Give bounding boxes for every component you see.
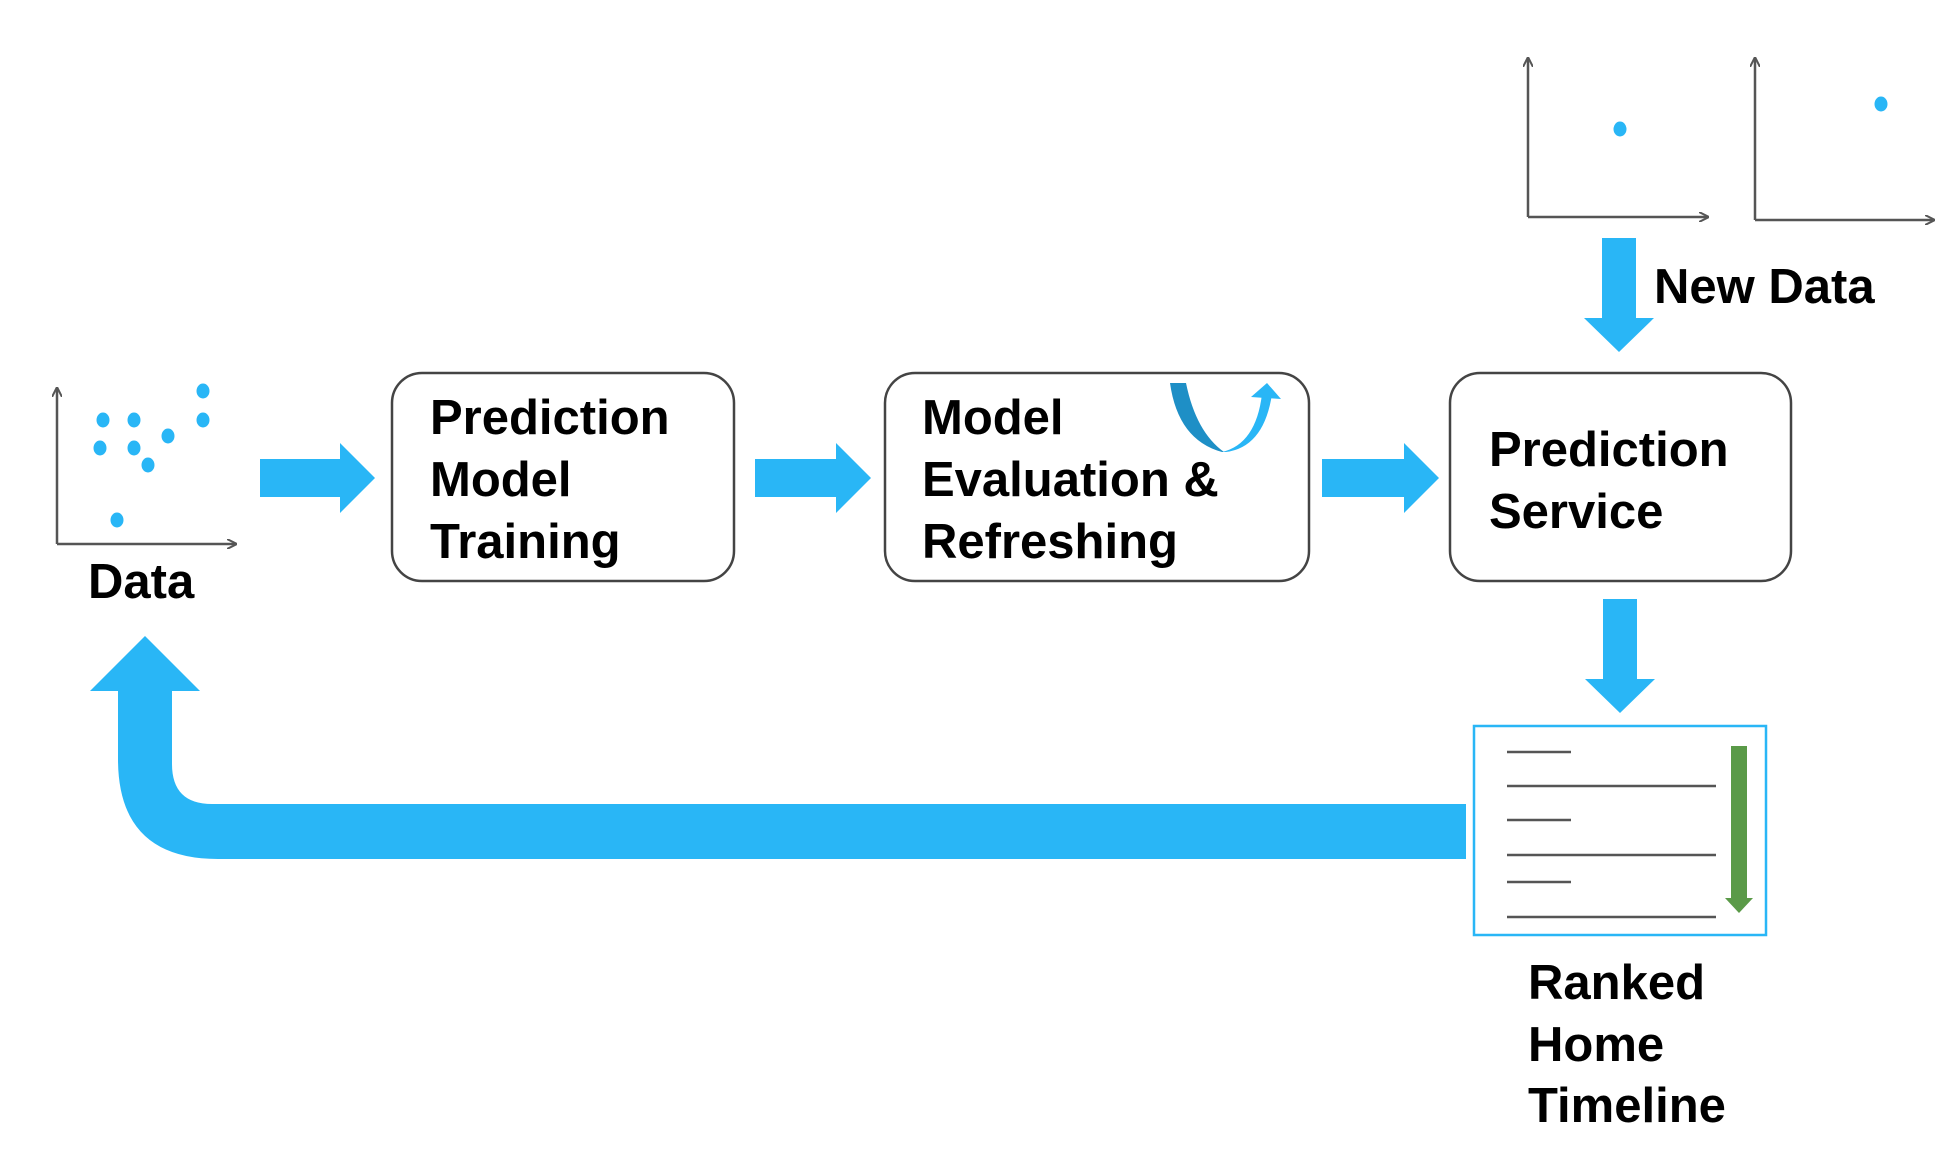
training-label-line-1: Prediction (430, 391, 670, 445)
new-data-point (1874, 96, 1888, 112)
u-curve-right-half (1222, 394, 1272, 452)
arrow-data-to-training (260, 443, 375, 513)
timeline-label-line-1: Ranked (1528, 956, 1705, 1010)
ranked-list-icon (1472, 724, 1768, 937)
u-curve-arrowhead (1251, 383, 1281, 399)
training-label-line-3: Training (430, 515, 621, 569)
data-point (110, 512, 124, 528)
evaluation-label-line-1: Model (922, 391, 1064, 445)
new-data-label: New Data (1654, 260, 1875, 314)
training-label-line-2: Model (430, 453, 572, 507)
timeline-label-line-3: Timeline (1528, 1079, 1726, 1133)
data-point (93, 440, 107, 456)
service-label-line-2: Service (1489, 485, 1663, 539)
timeline-label-line-2: Home (1528, 1018, 1664, 1072)
data-point (196, 412, 210, 428)
evaluation-label-line-2: Evaluation & (922, 453, 1219, 507)
new-data-chart-2-icon (1755, 58, 1934, 220)
new-data-point (1613, 121, 1627, 137)
data-point (161, 428, 175, 444)
data-point (127, 412, 141, 428)
down-arrow-icon (1725, 746, 1753, 913)
u-curve-arrow-icon (1170, 383, 1281, 452)
timeline-document (1472, 724, 1768, 937)
evaluation-box: Model Evaluation & Refreshing (883, 371, 1311, 583)
feedback-loop-arrow (90, 636, 1466, 859)
arrow-evaluation-to-service (1322, 443, 1439, 513)
data-chart-points (93, 383, 210, 528)
training-box: Prediction Model Training (390, 371, 736, 583)
service-box: Prediction Service (1448, 371, 1793, 583)
new-data-chart-1-icon (1528, 58, 1708, 217)
data-label: Data (88, 555, 195, 609)
arrow-training-to-evaluation (755, 443, 871, 513)
evaluation-label-line-3: Refreshing (922, 515, 1178, 569)
service-label-line-1: Prediction (1489, 423, 1729, 477)
data-point (96, 412, 110, 428)
arrow-service-to-timeline (1585, 599, 1655, 713)
data-point (127, 440, 141, 456)
data-point (141, 457, 155, 473)
arrow-new-data-to-service (1584, 238, 1654, 352)
u-curve-left-half (1170, 383, 1224, 452)
data-point (196, 383, 210, 399)
data-scatter-chart-icon (57, 383, 236, 545)
